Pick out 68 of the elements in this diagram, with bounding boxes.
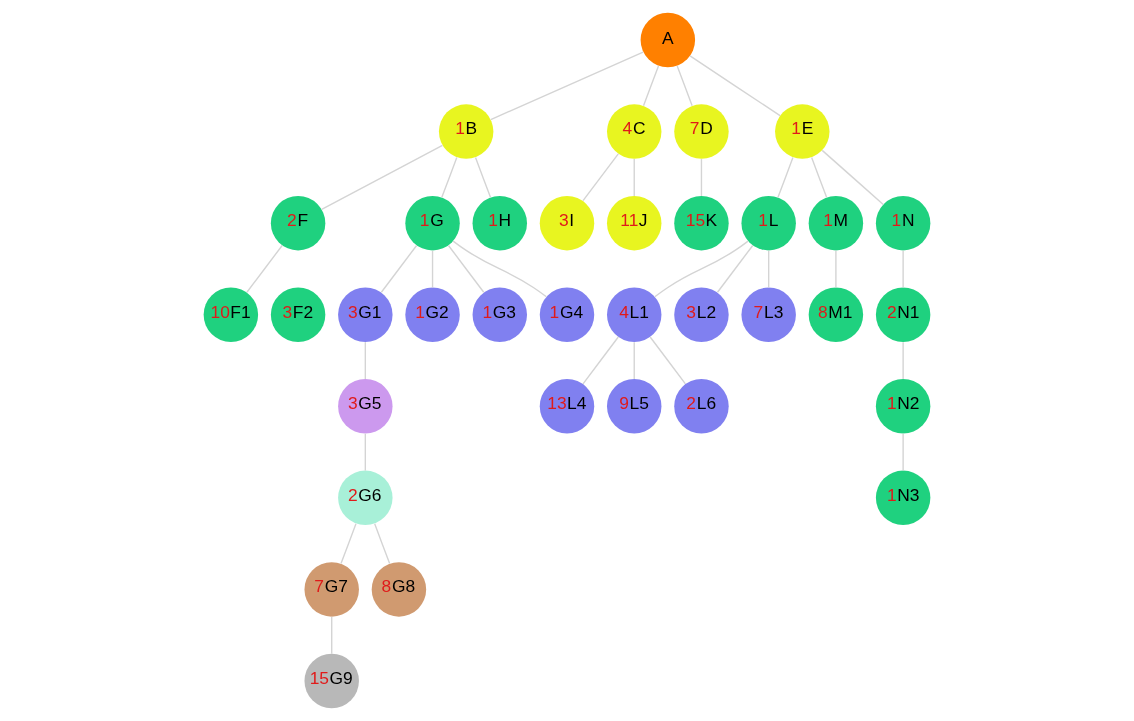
- node-circle: 3L2: [674, 287, 729, 342]
- node-circle: 10F1: [203, 287, 259, 342]
- connector: [810, 156, 828, 198]
- node-circle: 1G: [405, 195, 460, 251]
- node-circle: 1E: [775, 104, 830, 159]
- connector: [246, 244, 283, 293]
- connector: [340, 523, 357, 565]
- node-circle: 7L3: [741, 287, 796, 342]
- connector: [716, 244, 754, 293]
- node-circle: 7D: [674, 104, 729, 159]
- connector: [689, 55, 781, 117]
- connector: [654, 240, 749, 298]
- node-circle: 1L: [741, 195, 796, 251]
- node-circle: 1G3: [472, 287, 527, 342]
- node-circle: 1N2: [875, 379, 931, 434]
- connector: [321, 144, 444, 211]
- node-circle: 3F2: [270, 287, 326, 342]
- connector: [642, 65, 660, 107]
- connector: [649, 336, 687, 385]
- connector: [902, 341, 904, 380]
- connector: [768, 249, 770, 289]
- connector: [777, 156, 794, 198]
- node-circle: 3I: [539, 195, 595, 251]
- node-circle: 2G6: [338, 470, 393, 526]
- connector: [633, 158, 635, 197]
- node-circle: 2F: [270, 195, 326, 251]
- connector: [431, 249, 434, 289]
- node-circle: 11J: [607, 195, 662, 251]
- connector: [331, 616, 333, 655]
- node-circle: 3G1: [338, 287, 393, 342]
- connector: [676, 65, 693, 107]
- node-circle: A: [640, 12, 696, 68]
- node-circle: 1G4: [539, 287, 595, 342]
- node-circle: 1G2: [405, 287, 460, 342]
- connector: [364, 433, 366, 472]
- node-circle: 13L4: [539, 379, 595, 434]
- connector: [633, 341, 635, 380]
- connector: [474, 156, 492, 198]
- node-circle: 3G5: [338, 379, 393, 434]
- connector: [447, 244, 485, 293]
- node-circle: 9L5: [607, 379, 662, 434]
- connector: [902, 249, 904, 289]
- node-circle: 15K: [674, 195, 729, 251]
- connector: [835, 249, 837, 289]
- connector: [364, 341, 366, 380]
- connector: [452, 240, 548, 298]
- connector: [582, 153, 619, 202]
- node-circle: 8G8: [371, 562, 427, 617]
- node-circle: 4C: [607, 104, 662, 159]
- node-circle: 1H: [472, 195, 527, 251]
- connector: [700, 158, 703, 197]
- node-circle: 15G9: [304, 653, 359, 709]
- connector: [902, 433, 904, 472]
- node-circle: 1N3: [875, 470, 931, 526]
- connector: [380, 244, 418, 293]
- connector: [374, 523, 391, 565]
- connector: [821, 149, 884, 206]
- node-circle: 1N: [875, 195, 931, 251]
- node-circle: 8M1: [808, 287, 864, 342]
- node-circle: 2L6: [674, 379, 729, 434]
- connector: [582, 336, 619, 385]
- connector: [441, 156, 458, 198]
- node-circle: 1B: [438, 104, 494, 159]
- connector: [490, 51, 644, 121]
- node-circle: 7G7: [304, 562, 359, 617]
- node-circle: 2N1: [875, 287, 931, 342]
- node-circle: 1M: [808, 195, 864, 251]
- node-circle: 4L1: [607, 287, 662, 342]
